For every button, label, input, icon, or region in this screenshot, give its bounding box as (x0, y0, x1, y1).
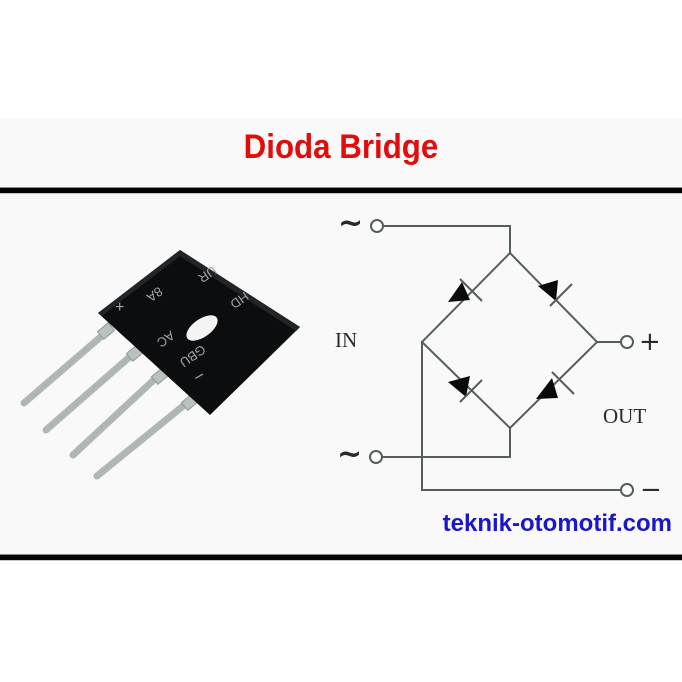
website-link[interactable]: teknik-otomotif.com (442, 510, 672, 537)
negative-symbol: − (640, 475, 662, 505)
schematic-drawing (369, 219, 634, 497)
input-label: IN (335, 328, 358, 352)
page-title: Dioda Bridge (243, 128, 439, 166)
output-label: OUT (603, 404, 647, 428)
bottom-divider (0, 554, 682, 561)
diode-upper-right-icon (538, 280, 573, 307)
svg-text:+: + (115, 299, 124, 316)
positive-symbol: + (639, 327, 661, 357)
ac-symbol-top: ~ (338, 206, 364, 241)
positive-terminal (620, 335, 634, 349)
ac-terminal-bottom (369, 450, 383, 464)
bridge-rectifier-photo: UR HD 8A AC GBU + − (0, 230, 320, 480)
negative-terminal (620, 483, 634, 497)
diode-upper-left-icon (448, 278, 483, 302)
bridge-rectifier-schematic: ~ ~ IN OUT + − (320, 200, 682, 510)
diode-lower-left-icon (448, 376, 483, 403)
ac-terminal-top (370, 219, 384, 233)
top-divider (0, 187, 682, 194)
rectifier-package-icon: UR HD 8A AC GBU + − (20, 250, 300, 480)
ac-symbol-bottom: ~ (337, 437, 363, 472)
diode-lower-right-icon (536, 371, 575, 399)
